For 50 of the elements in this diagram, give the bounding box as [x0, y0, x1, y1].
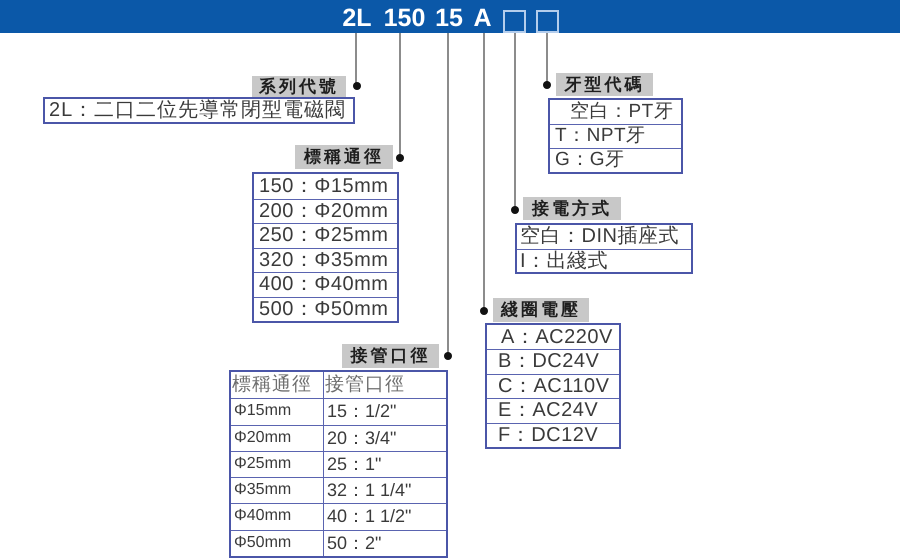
- connector-line: [396, 33, 404, 162]
- section-heading: 綫圈電壓: [493, 298, 589, 322]
- code-label: 150: [381, 5, 428, 33]
- code-label: 15: [433, 5, 465, 33]
- table-cell: F：DC12V: [487, 422, 619, 447]
- code-label: A: [470, 5, 495, 33]
- table-cell: Φ15mm: [231, 398, 323, 425]
- table-cell: Φ40mm: [231, 503, 323, 530]
- table-cell: Φ35mm: [231, 477, 323, 504]
- section-heading: 接管口徑: [342, 344, 439, 368]
- table-cell: 500：Φ50mm: [254, 296, 397, 321]
- table-cell: I：出綫式: [517, 248, 691, 272]
- table-cell: C：AC110V: [487, 374, 619, 398]
- table-cell-text: 標稱通徑: [231, 373, 313, 397]
- section-heading: 牙型代碼: [556, 73, 653, 96]
- placeholder-square: [503, 10, 526, 33]
- table-cell: 400：Φ40mm: [254, 272, 397, 296]
- section-heading: 系列代號: [252, 76, 346, 97]
- table-cell: B：DC24V: [487, 349, 619, 374]
- table-cell: 25：1": [323, 450, 446, 478]
- table-cell: 32：1 1/4": [323, 477, 446, 504]
- connector-line: [543, 33, 551, 89]
- section-heading: 標稱通徑: [295, 145, 393, 169]
- section-heading: 接電方式: [523, 197, 621, 220]
- table-cell: 接管口徑: [323, 372, 446, 398]
- table-cell: 250：Φ25mm: [254, 223, 397, 248]
- connector-line: [480, 33, 488, 315]
- connector-line: [444, 33, 452, 360]
- table-cell: 200：Φ20mm: [254, 198, 397, 223]
- table-cell-text: 空白：PT牙: [569, 100, 674, 124]
- table-cell: G：G牙: [550, 148, 681, 172]
- table-cell: E：AC24V: [487, 398, 619, 423]
- table-cell: Φ25mm: [231, 450, 323, 478]
- table-cell: 50：2": [323, 530, 446, 556]
- connector-line: [353, 33, 361, 90]
- code-label: 2L: [340, 5, 374, 33]
- placeholder-square: [536, 10, 559, 33]
- table-cell: Φ50mm: [231, 530, 323, 556]
- table-cell: 15：1/2": [323, 398, 446, 425]
- table-cell-text: 2L：二口二位先導常閉型電磁閥: [48, 99, 348, 122]
- table-cell-text: 150：Φ15mm: [258, 174, 390, 198]
- title-bar: [0, 0, 900, 33]
- table-cell-text: 空白：DIN插座式: [519, 225, 680, 248]
- table-cell: Φ20mm: [231, 424, 323, 451]
- table-cell: 20：3/4": [323, 424, 446, 451]
- table-cell: T：NPT牙: [550, 124, 681, 148]
- table-cell: 40：1 1/2": [323, 503, 446, 530]
- connector-line: [511, 33, 519, 214]
- table-cell-text: A：AC220V: [500, 325, 614, 350]
- table-cell: 320：Φ35mm: [254, 248, 397, 272]
